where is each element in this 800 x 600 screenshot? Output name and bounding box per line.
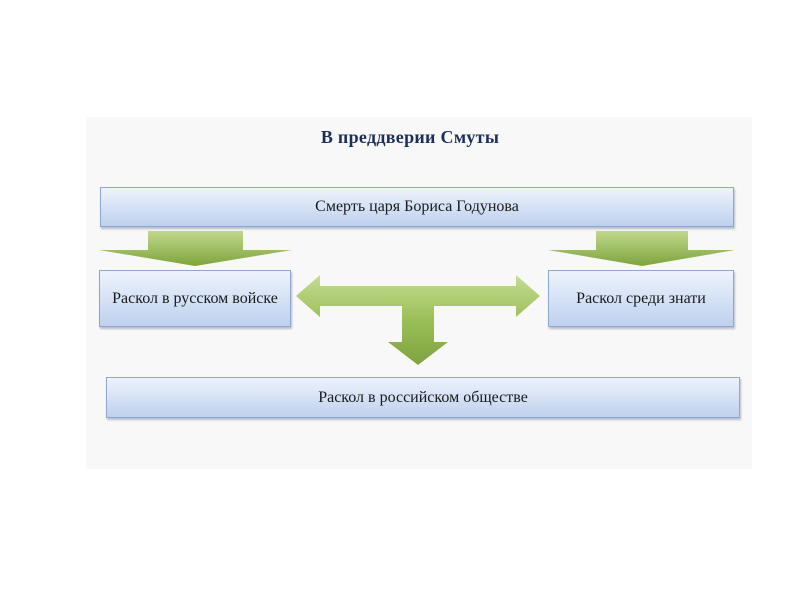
node-death-of-tsar: Смерть царя Бориса Годунова (100, 187, 734, 227)
node-label: Раскол в русском войске (112, 289, 278, 307)
node-label: Раскол среди знати (576, 289, 706, 307)
diagram-title: В преддверии Смуты (320, 127, 500, 147)
node-split-among-nobility: Раскол среди знати (548, 270, 734, 327)
node-label: Раскол в российском обществе (318, 388, 528, 406)
node-split-in-army: Раскол в русском войске (99, 270, 291, 327)
node-split-in-society: Раскол в российском обществе (106, 377, 740, 418)
arrow-bidirectional-with-stem (296, 275, 540, 365)
node-label: Смерть царя Бориса Годунова (315, 198, 519, 215)
arrow-down-right (548, 231, 735, 266)
arrow-down-left (99, 231, 292, 266)
